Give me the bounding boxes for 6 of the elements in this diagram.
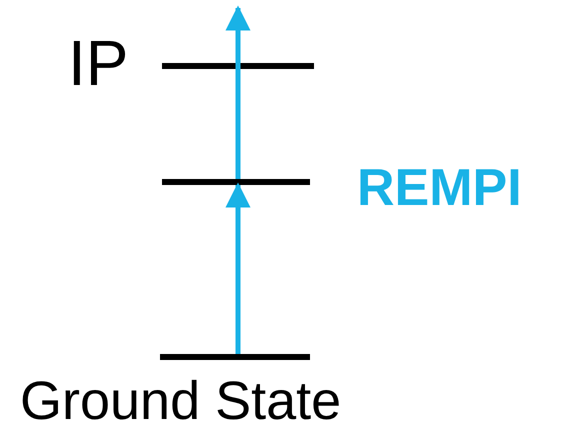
level-label: IP: [68, 31, 128, 95]
process-label: REMPI: [357, 162, 522, 214]
level-label: Ground State: [20, 374, 342, 428]
arrow: [226, 182, 250, 354]
energy-level: [162, 179, 310, 185]
arrow: [226, 6, 250, 179]
